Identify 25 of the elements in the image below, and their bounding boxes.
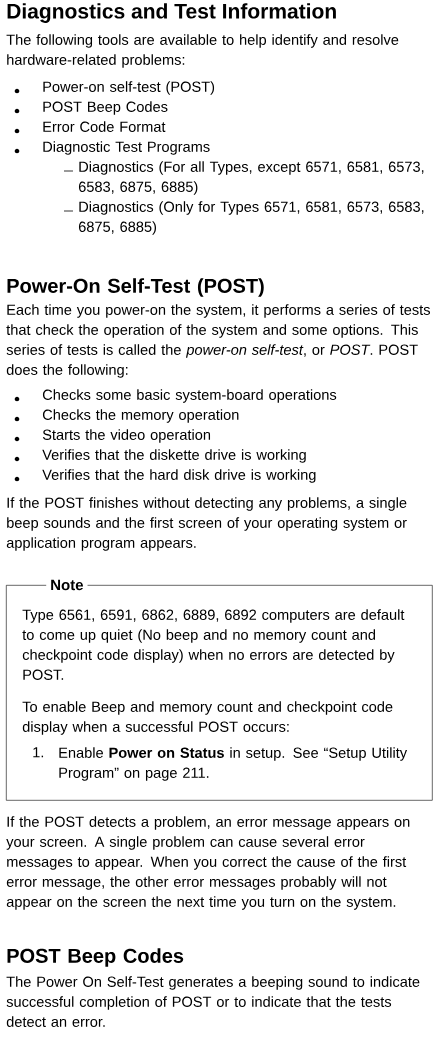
paragraph: The following tools are available to help identify and resolve hardware-related problems: bbox=[6, 34, 399, 68]
paragraph: Verifies that the hard disk drive is working bbox=[42, 469, 316, 483]
paragraph: Checks the memory operation bbox=[42, 409, 239, 423]
paragraph: Power-on self-test (POST) bbox=[43, 81, 215, 95]
note-heading: Note bbox=[46, 578, 88, 592]
list-item: Enable Power on Status in setup. See “Setup Utility Program” on page 211. bbox=[59, 747, 408, 781]
paragraph: Diagnostics (Only for Types 6571, 6581, 6573, 6583, 6875, 6885) bbox=[78, 201, 424, 235]
paragraph: To enable Beep and memory count and checkpoint code display when a successful POST occurs: bbox=[22, 701, 393, 735]
paragraph: If the POST finishes without detecting any problems, a single beep sounds and the first screen of your operating system or application program appears. bbox=[6, 497, 407, 551]
list-number: 1. bbox=[33, 747, 44, 758]
paragraph: POST Beep Codes bbox=[43, 101, 168, 115]
paragraph: Diagnostic Test Programs bbox=[43, 141, 210, 155]
page-title: Diagnostics and Test Information bbox=[7, 3, 336, 23]
paragraph: If the POST detects a problem, an error message appears on your screen. A single problem can cause several error messages to appear. When you correct the cause of the first error message, the other error messages probably will not appear on the screen the next time you turn on the system. bbox=[6, 816, 410, 910]
paragraph: Diagnostics (For all Types, except 6571, 6581, 6573, 6583, 6875, 6885) bbox=[78, 161, 424, 195]
paragraph: Checks some basic system-board operations bbox=[42, 389, 337, 403]
section-heading: Power-On Self-Test (POST) bbox=[7, 278, 264, 297]
note-box bbox=[6, 578, 433, 801]
paragraph: Verifies that the diskette drive is working bbox=[42, 449, 306, 463]
paragraph: Starts the video operation bbox=[42, 429, 211, 443]
paragraph: The Power On Self-Test generates a beeping sound to indicate successful completion of POST or to indicate that the tests detect an error. bbox=[6, 976, 420, 1027]
paragraph: Error Code Format bbox=[43, 121, 166, 132]
paragraph: Each time you power-on the system, it performs a series of tests that check the operation of the system and some options. This series of tests is called the power-on self-test, or POST. POST does the following: bbox=[6, 304, 430, 378]
paragraph: Type 6561, 6591, 6862, 6889, 6892 computers are default to come up quiet (No beep and no memory count and checkpoint code display) when no errors are detected by POST. bbox=[22, 609, 405, 680]
section-heading: POST Beep Codes bbox=[7, 948, 184, 967]
